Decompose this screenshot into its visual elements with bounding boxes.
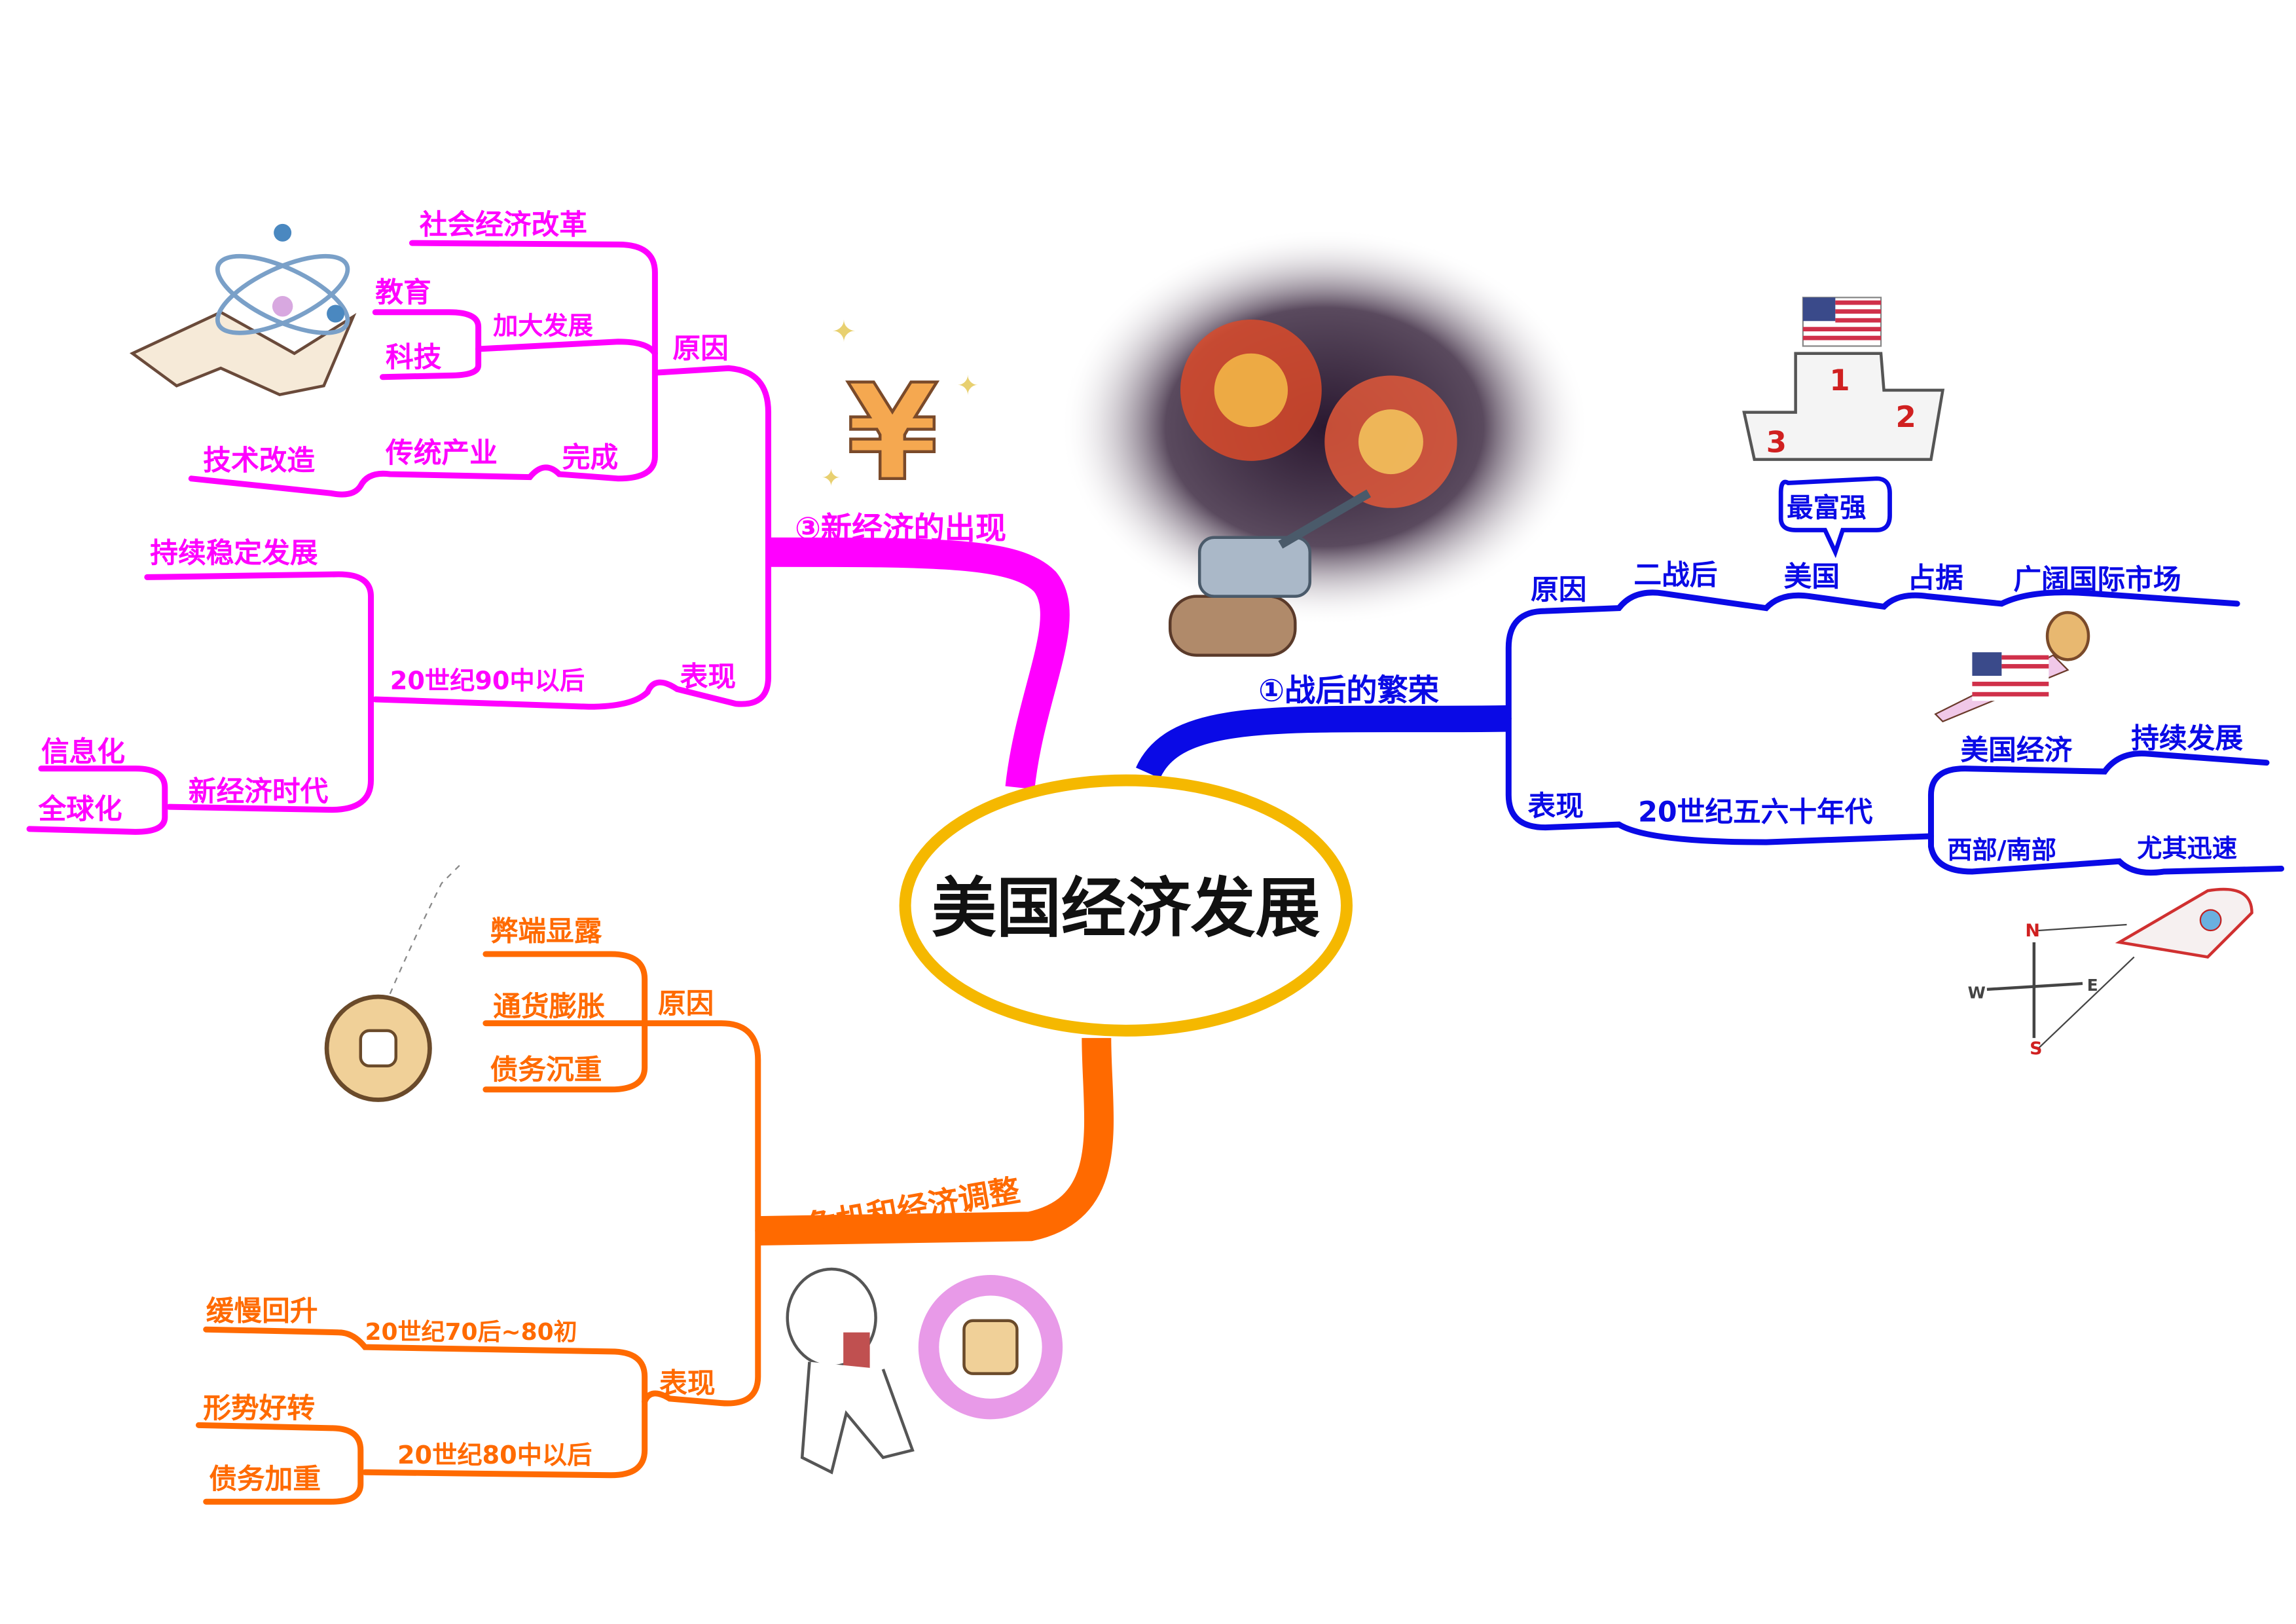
period-item: 债务加重 — [209, 1463, 321, 1496]
branch1-title: ①战后的繁荣 — [1258, 673, 1439, 709]
chain-item: 广阔国际市场 — [2013, 563, 2181, 596]
chain-item: 二战后 — [1633, 559, 1717, 592]
develop-label: 加大发展 — [493, 312, 593, 341]
compass-s: S — [2030, 1039, 2042, 1059]
reason-label: 原因 — [658, 987, 714, 1020]
period-label: 20世纪五六十年代 — [1638, 796, 1873, 829]
podium-second: 2 — [1896, 399, 1916, 434]
item-detail: 持续发展 — [2131, 722, 2243, 755]
branch3-title: ③新经济的出现 — [795, 511, 1006, 547]
reason-item: 通货膨胀 — [493, 990, 605, 1023]
podium-third: 3 — [1766, 424, 1787, 459]
central-title: 美国经济发展 — [932, 871, 1321, 946]
tank-icon — [1168, 489, 1372, 657]
refresh-coin-icon — [918, 1275, 1063, 1420]
chain-item: 美国 — [1784, 561, 1840, 593]
item-label: 美国经济 — [1960, 734, 2073, 767]
reason-label: 原因 — [672, 332, 728, 365]
period-item: 缓慢回升 — [206, 1295, 318, 1328]
speech-bubble: 最富强 — [1778, 476, 1892, 559]
complete-item: 传统产业 — [385, 437, 498, 470]
flag-growth-icon — [1934, 611, 2090, 723]
central-topic[interactable]: 美国经济发展 — [899, 774, 1353, 1037]
compass-e: E — [2087, 976, 2098, 995]
svg-text:✦: ✦ — [831, 314, 856, 349]
item-label: 西部/南部 — [1947, 836, 2056, 865]
performance-item: 持续稳定发展 — [150, 537, 318, 570]
sub-item: 全球化 — [37, 793, 122, 826]
period-label: 20世纪80中以后 — [397, 1441, 592, 1470]
reason-label: 原因 — [1531, 574, 1586, 606]
period-label: 20世纪70后~80初 — [365, 1319, 577, 1346]
performance-label: 表现 — [680, 661, 736, 693]
sub-item: 信息化 — [41, 735, 125, 768]
reason-item: 债务沉重 — [490, 1054, 602, 1086]
fireworks-illustration — [1059, 228, 1590, 626]
svg-text:✦: ✦ — [821, 465, 841, 492]
develop-item: 科技 — [386, 341, 442, 374]
period-label: 20世纪90中以后 — [390, 667, 585, 695]
atom-book-icon — [129, 223, 357, 397]
coin-icon — [324, 860, 464, 1102]
complete-item: 技术改造 — [203, 444, 315, 477]
item-detail: 尤其迅速 — [2137, 835, 2237, 864]
period-item: 形势好转 — [203, 1392, 315, 1425]
performance-label: 表现 — [659, 1367, 715, 1400]
reason-item: 弊端显露 — [490, 915, 602, 948]
performance-item: 新经济时代 — [189, 775, 329, 808]
complete-label: 完成 — [562, 441, 618, 474]
yuan-icon: ¥ ✦ ✦ ✦ — [821, 314, 979, 511]
performance-label: 表现 — [1528, 790, 1584, 823]
podium-first: 1 — [1829, 363, 1850, 397]
chain-item: 占据 — [1908, 562, 1963, 595]
compass-w: W — [1968, 983, 1986, 1002]
compass-n: N — [2025, 921, 2040, 941]
svg-text:¥: ¥ — [847, 356, 939, 510]
bubble-text: 最富强 — [1787, 492, 1866, 523]
podium-illustration: 1 2 3 — [1742, 297, 1945, 461]
rocket-compass-icon: N E S W — [1968, 887, 2253, 1059]
svg-text:✦: ✦ — [957, 370, 979, 401]
reason-item: 社会经济改革 — [420, 209, 587, 242]
person-icon — [786, 1267, 915, 1475]
develop-item: 教育 — [375, 276, 431, 309]
